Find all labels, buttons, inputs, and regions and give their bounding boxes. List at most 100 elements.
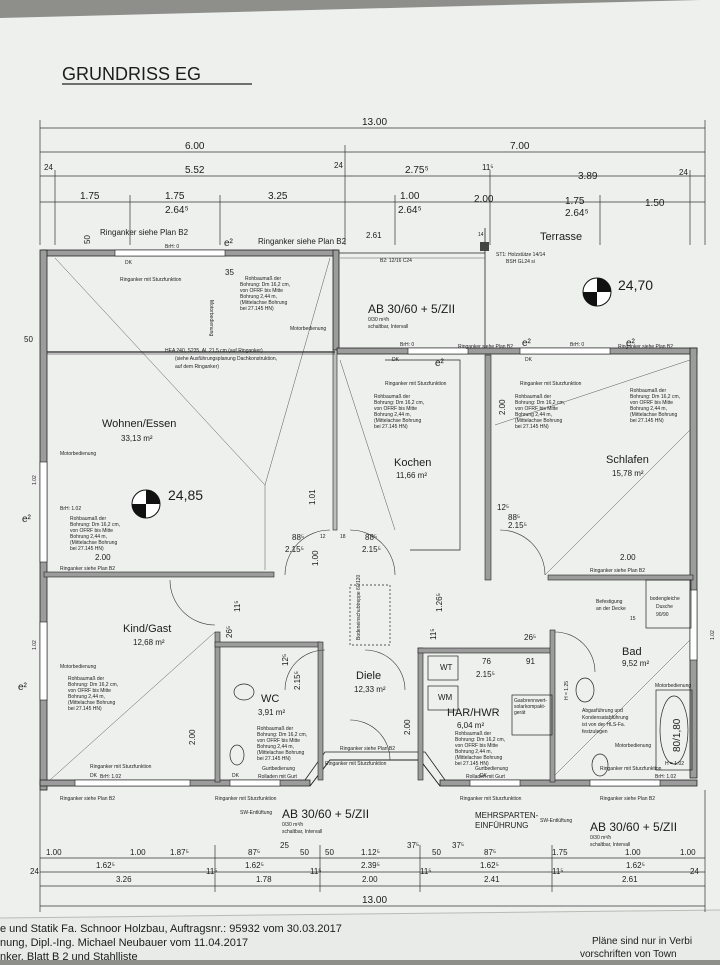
bdim-1-87: 1.87⁵ [170, 848, 189, 857]
bathtub [655, 689, 693, 771]
kitchen-counter [385, 359, 461, 551]
svg-text:Bohrung 2,44 m,: Bohrung 2,44 m, [515, 412, 552, 418]
svg-text:bei 27.145 HN): bei 27.145 HN) [70, 546, 104, 552]
dim-12-5-b: 12⁵ [281, 654, 290, 666]
svg-text:(Mittelachse Bohrung: (Mittelachse Bohrung [240, 300, 287, 306]
einfuhrung-label: EINFÜHRUNG [475, 821, 528, 830]
brh-wohnen-left: BrH: 1.02 [60, 506, 81, 512]
e2-left-mid: e² [22, 514, 32, 525]
bdim-87-b: 87⁵ [484, 848, 496, 857]
befestigung-label-2: an der Decke [596, 606, 626, 612]
attic-hatch [349, 584, 391, 646]
dim-2-00-diele: 2.00 [403, 719, 412, 735]
motor-label-top: Motorbedienung [208, 300, 214, 336]
wm-label: WM [438, 693, 453, 702]
ringanker-sturz-hwr: Ringanker mit Sturzfunktion [460, 796, 522, 802]
dim-3-25: 3.25 [268, 191, 288, 202]
svg-text:bei 27.145 HN): bei 27.145 HN) [630, 418, 664, 424]
dim-3-89: 3.89 [578, 171, 598, 182]
rohbau-note-top: Rohbaumaß der Bohrung: Dm 16,2 cm, von O… [240, 276, 290, 312]
svg-text:bei 27.145 HN): bei 27.145 HN) [240, 306, 274, 312]
brh-top-left: BrH: 0 [165, 244, 179, 250]
ringanker-diele-bottom: Ringanker siehe Plan B2 [340, 746, 395, 752]
svg-text:Bohrung: Dm 16,2 cm,: Bohrung: Dm 16,2 cm, [515, 400, 565, 406]
sw-entluftung-left: SW-Entlüftung [240, 810, 272, 816]
bdim-11-c: 11⁵ [420, 867, 432, 876]
dim-7-00: 7.00 [510, 141, 530, 152]
dim-2-00-wohnen: 2.00 [95, 553, 111, 562]
ab-top-label: AB 30/60 + 5/ZII [368, 302, 455, 316]
hea-label: HEA 240, S235, AL 21,5 cm (auf Ringanker… [165, 348, 263, 354]
motor-label-kind: Motorbedienung [60, 664, 96, 670]
e2-top: e² [224, 238, 234, 249]
mehrsparten-label: MEHRSPARTEN- [475, 811, 539, 820]
ab-bottom-sub2: schaltbar, Intervall [282, 829, 322, 835]
ringanker-right-top: Ringanker siehe Plan B2 [618, 344, 673, 350]
bdim-24-right: 24 [690, 867, 699, 876]
svg-text:Bohrung 2,44 m,: Bohrung 2,44 m, [257, 744, 294, 750]
svg-text:Bohrung 2,44 m,: Bohrung 2,44 m, [240, 294, 277, 300]
ringanker-schlafen-bottom: Ringanker siehe Plan B2 [590, 568, 645, 574]
bad-basin [575, 677, 595, 703]
ringanker-sturz-kochen: Ringanker mit Sturzfunktion [385, 381, 447, 387]
svg-text:bei 27.145 HN): bei 27.145 HN) [68, 706, 102, 712]
svg-text:Rohbaumaß der: Rohbaumaß der [515, 394, 551, 400]
doors [169, 529, 596, 761]
bdim-1-75: 1.75 [552, 848, 568, 857]
e2-right: e² [626, 338, 636, 349]
dim-1-00-v: 1.00 [311, 550, 320, 566]
svg-text:Bohrung 2,44 m,: Bohrung 2,44 m, [374, 412, 411, 418]
bdim-11-a: 11⁵ [206, 867, 218, 876]
column-st1-label: ST1: Holzstütze 14/14 [496, 252, 545, 258]
ringanker-sturz-diele: Ringanker mit Sturzfunktion [325, 761, 387, 767]
dim-14: 14 [478, 232, 484, 238]
footer-right-1: Pläne sind nur in Verbi [592, 936, 692, 947]
dim-11-5-b: 11⁵ [429, 628, 438, 640]
paper-lower [0, 910, 720, 960]
ringanker-bottom-right: Ringanker siehe Plan B2 [600, 796, 655, 802]
room-kind-name: Kind/Gast [123, 623, 171, 635]
dusche-label-3: 90/90 [656, 612, 669, 618]
dim-88-a: 88⁵ [292, 533, 304, 542]
dim-18: 18 [340, 534, 346, 540]
motor-label-bad: Motorbedienung [615, 743, 651, 749]
bdim-11-d: 11⁵ [552, 867, 564, 876]
ringanker-sturz-bad: Ringanker mit Sturzfunktion [600, 766, 662, 772]
svg-text:von OFRF bis Mitte: von OFRF bis Mitte [630, 400, 673, 406]
gurt-hwr: Gurtbedienung [475, 766, 508, 772]
svg-text:bei 27.145 HN): bei 27.145 HN) [374, 424, 408, 430]
wc-basin [233, 683, 255, 701]
dim-2-15-a: 2.15⁵ [285, 545, 304, 554]
dim-2-15-e: 2.15⁵ [293, 671, 302, 690]
dim-1-26: 1.26⁵ [435, 593, 444, 612]
ab-bottom2-sub: 0/30 m³/h [590, 835, 611, 841]
svg-text:Bohrung: Dm 16,2 cm,: Bohrung: Dm 16,2 cm, [70, 522, 120, 528]
svg-text:Bohrung 2,44 m,: Bohrung 2,44 m, [68, 694, 105, 700]
dim-2-00-kind: 2.00 [188, 729, 197, 745]
svg-text:Bohrung 2,44 m,: Bohrung 2,44 m, [455, 749, 492, 755]
dim-1-02-left: 1.02 [32, 475, 38, 485]
svg-text:(Mittelachse Bohrung: (Mittelachse Bohrung [515, 418, 562, 424]
svg-text:Rohbaumaß der: Rohbaumaß der [245, 276, 281, 282]
wt-label: WT [440, 663, 453, 672]
bdim-87-a: 87⁵ [248, 848, 260, 857]
room-wohnen-area: 33,13 m² [121, 434, 153, 443]
dim-1-50: 1.50 [645, 198, 665, 209]
dk-kind: DK [90, 773, 98, 779]
dim-50-left: 50 [24, 335, 33, 344]
dim-91: 91 [526, 657, 535, 666]
dim-1-75-b: 1.75 [165, 191, 185, 202]
dim-2-64-b: 2.64⁵ [398, 205, 422, 216]
column-bsh-label: BSH GL24 si [506, 259, 535, 265]
bdim-1-00-a: 1.00 [46, 848, 62, 857]
dim-76: 76 [482, 657, 491, 666]
dim-12: 12 [320, 534, 326, 540]
ringanker-bottom-left: Ringanker siehe Plan B2 [60, 796, 115, 802]
ab-bottom2-sub2: schaltbar, Intervall [590, 842, 630, 848]
dim-5-52: 5.52 [185, 165, 205, 176]
e2-left-low: e² [18, 682, 28, 693]
svg-text:von OFRF bis Mitte: von OFRF bis Mitte [70, 528, 113, 534]
rolladen-hwr: Rolladen mit Gurt [466, 774, 506, 780]
h-1-25: H = 1.25 [564, 681, 570, 700]
